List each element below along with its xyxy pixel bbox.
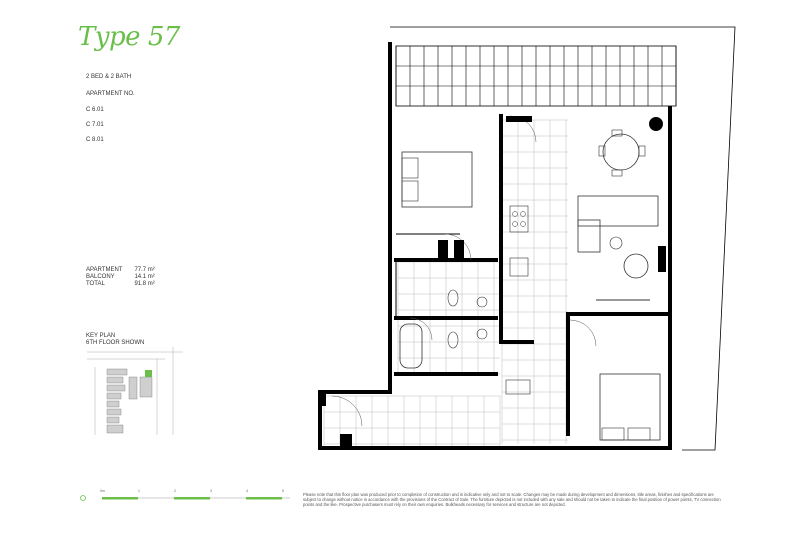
key-plan-label: KEY PLAN xyxy=(86,333,116,339)
bathtub xyxy=(399,323,423,369)
column xyxy=(649,117,663,131)
toilet xyxy=(447,289,459,307)
area-value: 77.7 m² xyxy=(134,267,155,273)
area-row: TOTAL 91.8 m² xyxy=(86,281,167,288)
area-label: BALCONY xyxy=(86,274,115,280)
scale-label: 0m xyxy=(100,489,105,493)
floor-plan xyxy=(318,26,736,451)
area-value: 14.1 m² xyxy=(134,274,155,280)
sofa xyxy=(577,195,659,227)
scale-tick: 5 xyxy=(282,489,284,493)
area-value: 91.8 m² xyxy=(134,281,155,287)
bed-1 xyxy=(401,151,473,208)
apartment-number: C 8.01 xyxy=(86,137,104,143)
apartment-number: C 6.01 xyxy=(86,107,104,113)
apartment-no-label: APARTMENT NO. xyxy=(86,91,135,97)
area-schedule: APARTMENT 77.7 m² BALCONY 14.1 m² TOTAL … xyxy=(86,267,167,288)
apartment-number: C 7.01 xyxy=(86,122,104,128)
toilet xyxy=(447,331,459,349)
area-row: APARTMENT 77.7 m² xyxy=(86,267,167,274)
scale-tick: 1 xyxy=(138,489,140,493)
plan-title: Type 57 xyxy=(78,22,180,52)
scale-tick: 3 xyxy=(210,489,212,493)
scale-tick: 2 xyxy=(174,489,176,493)
key-plan-highlight xyxy=(145,370,152,377)
scale-bar: 0m 1 2 3 4 5 xyxy=(80,489,290,501)
scale-tick: 4 xyxy=(246,489,248,493)
basin xyxy=(476,296,488,308)
dining-table xyxy=(602,133,640,171)
area-label: APARTMENT xyxy=(86,267,123,273)
area-row: BALCONY 14.1 m² xyxy=(86,274,167,281)
key-plan-map xyxy=(87,347,183,435)
key-plan-floor-note: 6TH FLOOR SHOWN xyxy=(86,340,145,346)
basin xyxy=(476,328,488,340)
disclaimer-text: Please note that this floor plan was pro… xyxy=(303,492,721,507)
area-label: TOTAL xyxy=(86,281,105,287)
bed-2 xyxy=(599,373,661,441)
bed-bath-config: 2 BED & 2 BATH xyxy=(86,74,132,80)
